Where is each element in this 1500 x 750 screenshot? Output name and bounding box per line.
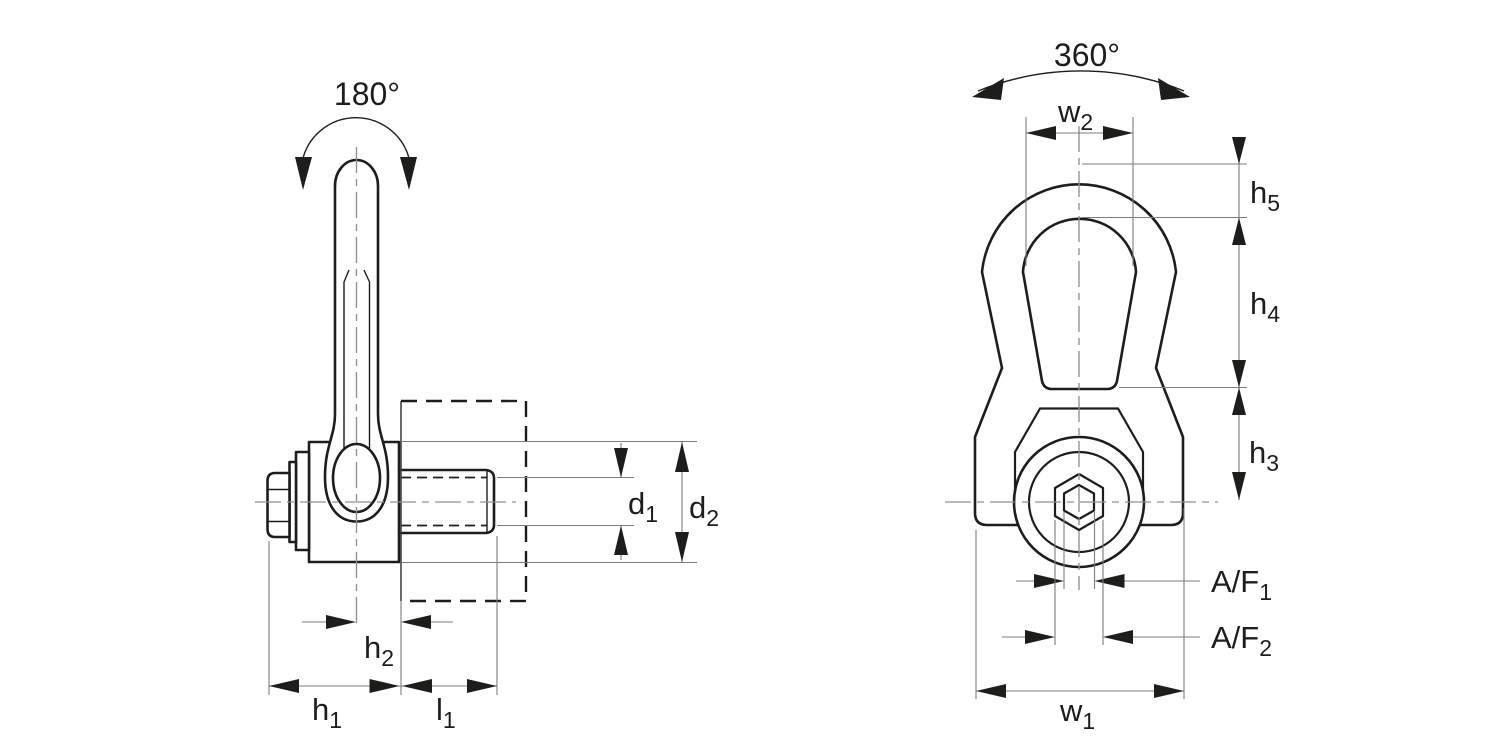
- front-centerlines: [945, 126, 1218, 590]
- side-flange: [294, 450, 311, 552]
- dim-h2: h2: [302, 615, 453, 671]
- dim-label-h2: h2: [364, 630, 394, 671]
- side-centerlines: [255, 147, 516, 629]
- dim-w2: w2: [1025, 94, 1134, 266]
- dim-label-af1: A/F1: [1211, 564, 1272, 605]
- dim-label-h1: h1: [312, 692, 342, 733]
- mounting-plate-hidden: [400, 399, 528, 603]
- dim-af2: A/F2: [1002, 520, 1272, 661]
- dim-label-h3: h3: [1249, 435, 1279, 476]
- dim-af1: A/F1: [1016, 512, 1272, 605]
- side-view: 180° d1 d2 h2: [255, 76, 719, 733]
- dim-h5-h4-h3: h5 h4 h3: [1082, 137, 1280, 500]
- front-rotation-indicator: 360°: [972, 37, 1190, 100]
- rotation-arc-360: [977, 70, 1185, 92]
- dim-label-d1: d1: [628, 486, 658, 527]
- arrow-360-right: [1158, 78, 1190, 100]
- dim-label-h5: h5: [1250, 175, 1280, 216]
- dim-label-w2: w2: [1057, 94, 1093, 135]
- dim-label-d2: d2: [689, 490, 719, 531]
- arrow-180-left: [295, 157, 312, 190]
- dim-h1-l1: h1 l1: [268, 536, 498, 733]
- front-view: 360° w2 h5 h4 h3: [945, 37, 1280, 734]
- dim-d1: d1: [497, 443, 658, 560]
- rotation-angle-label-side: 180°: [334, 76, 400, 112]
- front-hex-outer: [1053, 472, 1105, 532]
- dim-label-l1: l1: [436, 692, 456, 733]
- dim-label-af2: A/F2: [1211, 620, 1272, 661]
- rotation-arc-180: [302, 116, 410, 159]
- dim-label-w1: w1: [1059, 693, 1095, 734]
- arrow-180-right: [400, 157, 417, 190]
- side-hex-head: [266, 471, 291, 539]
- side-rotation-indicator: 180°: [295, 76, 417, 190]
- dim-d2: d2: [402, 440, 719, 564]
- dim-label-h4: h4: [1250, 286, 1280, 327]
- arrow-360-left: [972, 78, 1004, 100]
- dim-w1: w1: [975, 508, 1185, 734]
- rotation-angle-label-front: 360°: [1054, 37, 1120, 73]
